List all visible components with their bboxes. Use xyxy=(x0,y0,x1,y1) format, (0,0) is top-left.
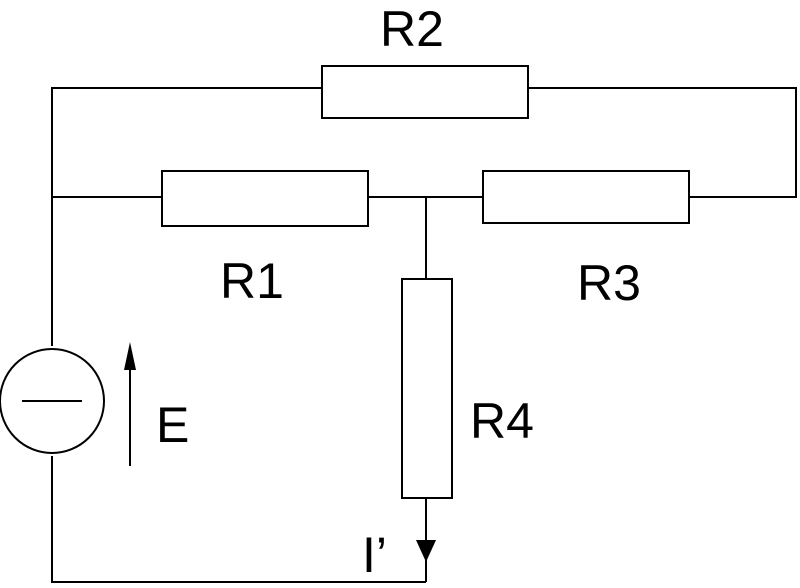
current-arrow-head xyxy=(416,540,436,562)
resistor-r1 xyxy=(161,170,369,227)
label-e: E xyxy=(156,397,189,453)
resistor-r4 xyxy=(401,278,453,499)
wires xyxy=(51,87,797,583)
label-r1: R1 xyxy=(220,253,284,309)
voltage-arrow xyxy=(124,342,136,466)
voltage-arrow-head xyxy=(124,342,136,370)
wire-top-loop xyxy=(51,87,322,197)
label-r4: R4 xyxy=(470,393,534,449)
wire-r2-right xyxy=(528,87,797,198)
label-r2: R2 xyxy=(380,1,444,57)
current-arrow xyxy=(416,540,436,562)
voltage-source xyxy=(0,348,105,454)
resistor-r2 xyxy=(321,65,529,119)
label-current: I’ xyxy=(362,527,387,583)
wire-bottom-return xyxy=(51,456,426,583)
resistor-r3 xyxy=(482,170,690,224)
label-r3: R3 xyxy=(577,255,641,311)
